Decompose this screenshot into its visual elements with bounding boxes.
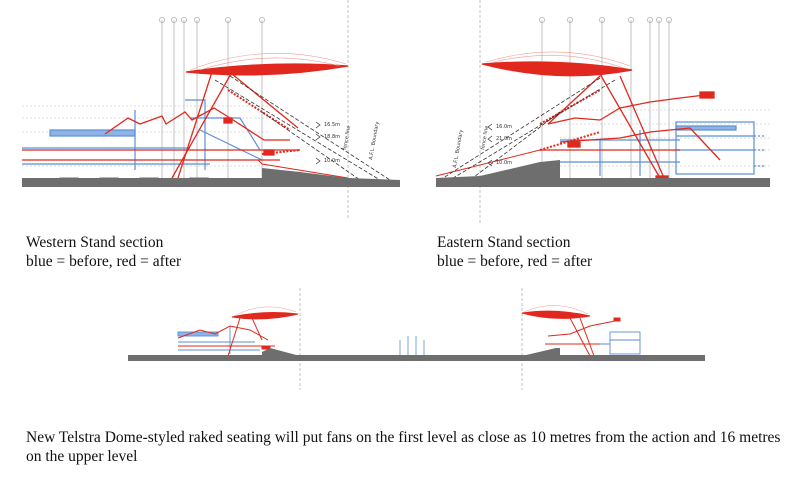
east-dimensions: 16.0m 21.0m 10.0m A.F.L. Boundary fence …	[452, 123, 512, 168]
west-dim-middle: 18.8m	[324, 134, 340, 140]
east-dim-middle: 21.0m	[496, 136, 512, 142]
eastern-stand-caption: Eastern Stand section blue = before, red…	[437, 233, 592, 271]
full-ground	[128, 355, 705, 361]
field-light-poles	[399, 336, 425, 356]
west-after-structure	[22, 53, 349, 186]
west-dim-lower: 10.0m	[324, 158, 340, 164]
eastern-stand-legend: blue = before, red = after	[437, 253, 593, 270]
east-afl-boundary-label: A.F.L. Boundary	[452, 129, 465, 168]
east-fence-line-label: fence line	[480, 125, 490, 150]
east-grid-markers	[479, 0, 672, 225]
west-dimensions: 16.5m 18.8m 10.0m fence line A.F.L. Boun…	[315, 121, 381, 165]
seating-description: New Telstra Dome-styled raked seating wi…	[26, 429, 781, 465]
western-stand-title: Western Stand section	[26, 234, 164, 251]
west-grid-markers	[159, 0, 349, 220]
west-dim-upper: 16.5m	[324, 122, 340, 128]
west-before-structure	[22, 99, 263, 182]
east-dim-upper: 16.0m	[496, 124, 512, 130]
western-stand-caption: Western Stand section blue = before, red…	[26, 233, 181, 271]
east-dim-lower: 10.0m	[496, 160, 512, 166]
east-before-structure	[560, 121, 766, 176]
eastern-stand-title: Eastern Stand section	[437, 234, 571, 251]
full-west-stand	[177, 306, 300, 360]
east-level-lines	[560, 109, 770, 167]
west-sightlines	[214, 75, 391, 181]
west-afl-boundary-label: A.F.L. Boundary	[368, 121, 381, 160]
full-stadium-section	[128, 288, 705, 390]
western-stand-legend: blue = before, red = after	[26, 253, 182, 270]
west-ground	[22, 168, 400, 187]
east-sightlines	[439, 77, 616, 181]
eastern-stand-section: 16.0m 21.0m 10.0m A.F.L. Boundary fence …	[435, 0, 770, 225]
western-stand-section: 16.5m 18.8m 10.0m fence line A.F.L. Boun…	[22, 0, 400, 220]
west-fence-line-label: fence line	[342, 125, 352, 150]
east-after-structure	[435, 51, 721, 182]
east-ground	[436, 160, 770, 187]
full-east-stand	[521, 305, 705, 360]
